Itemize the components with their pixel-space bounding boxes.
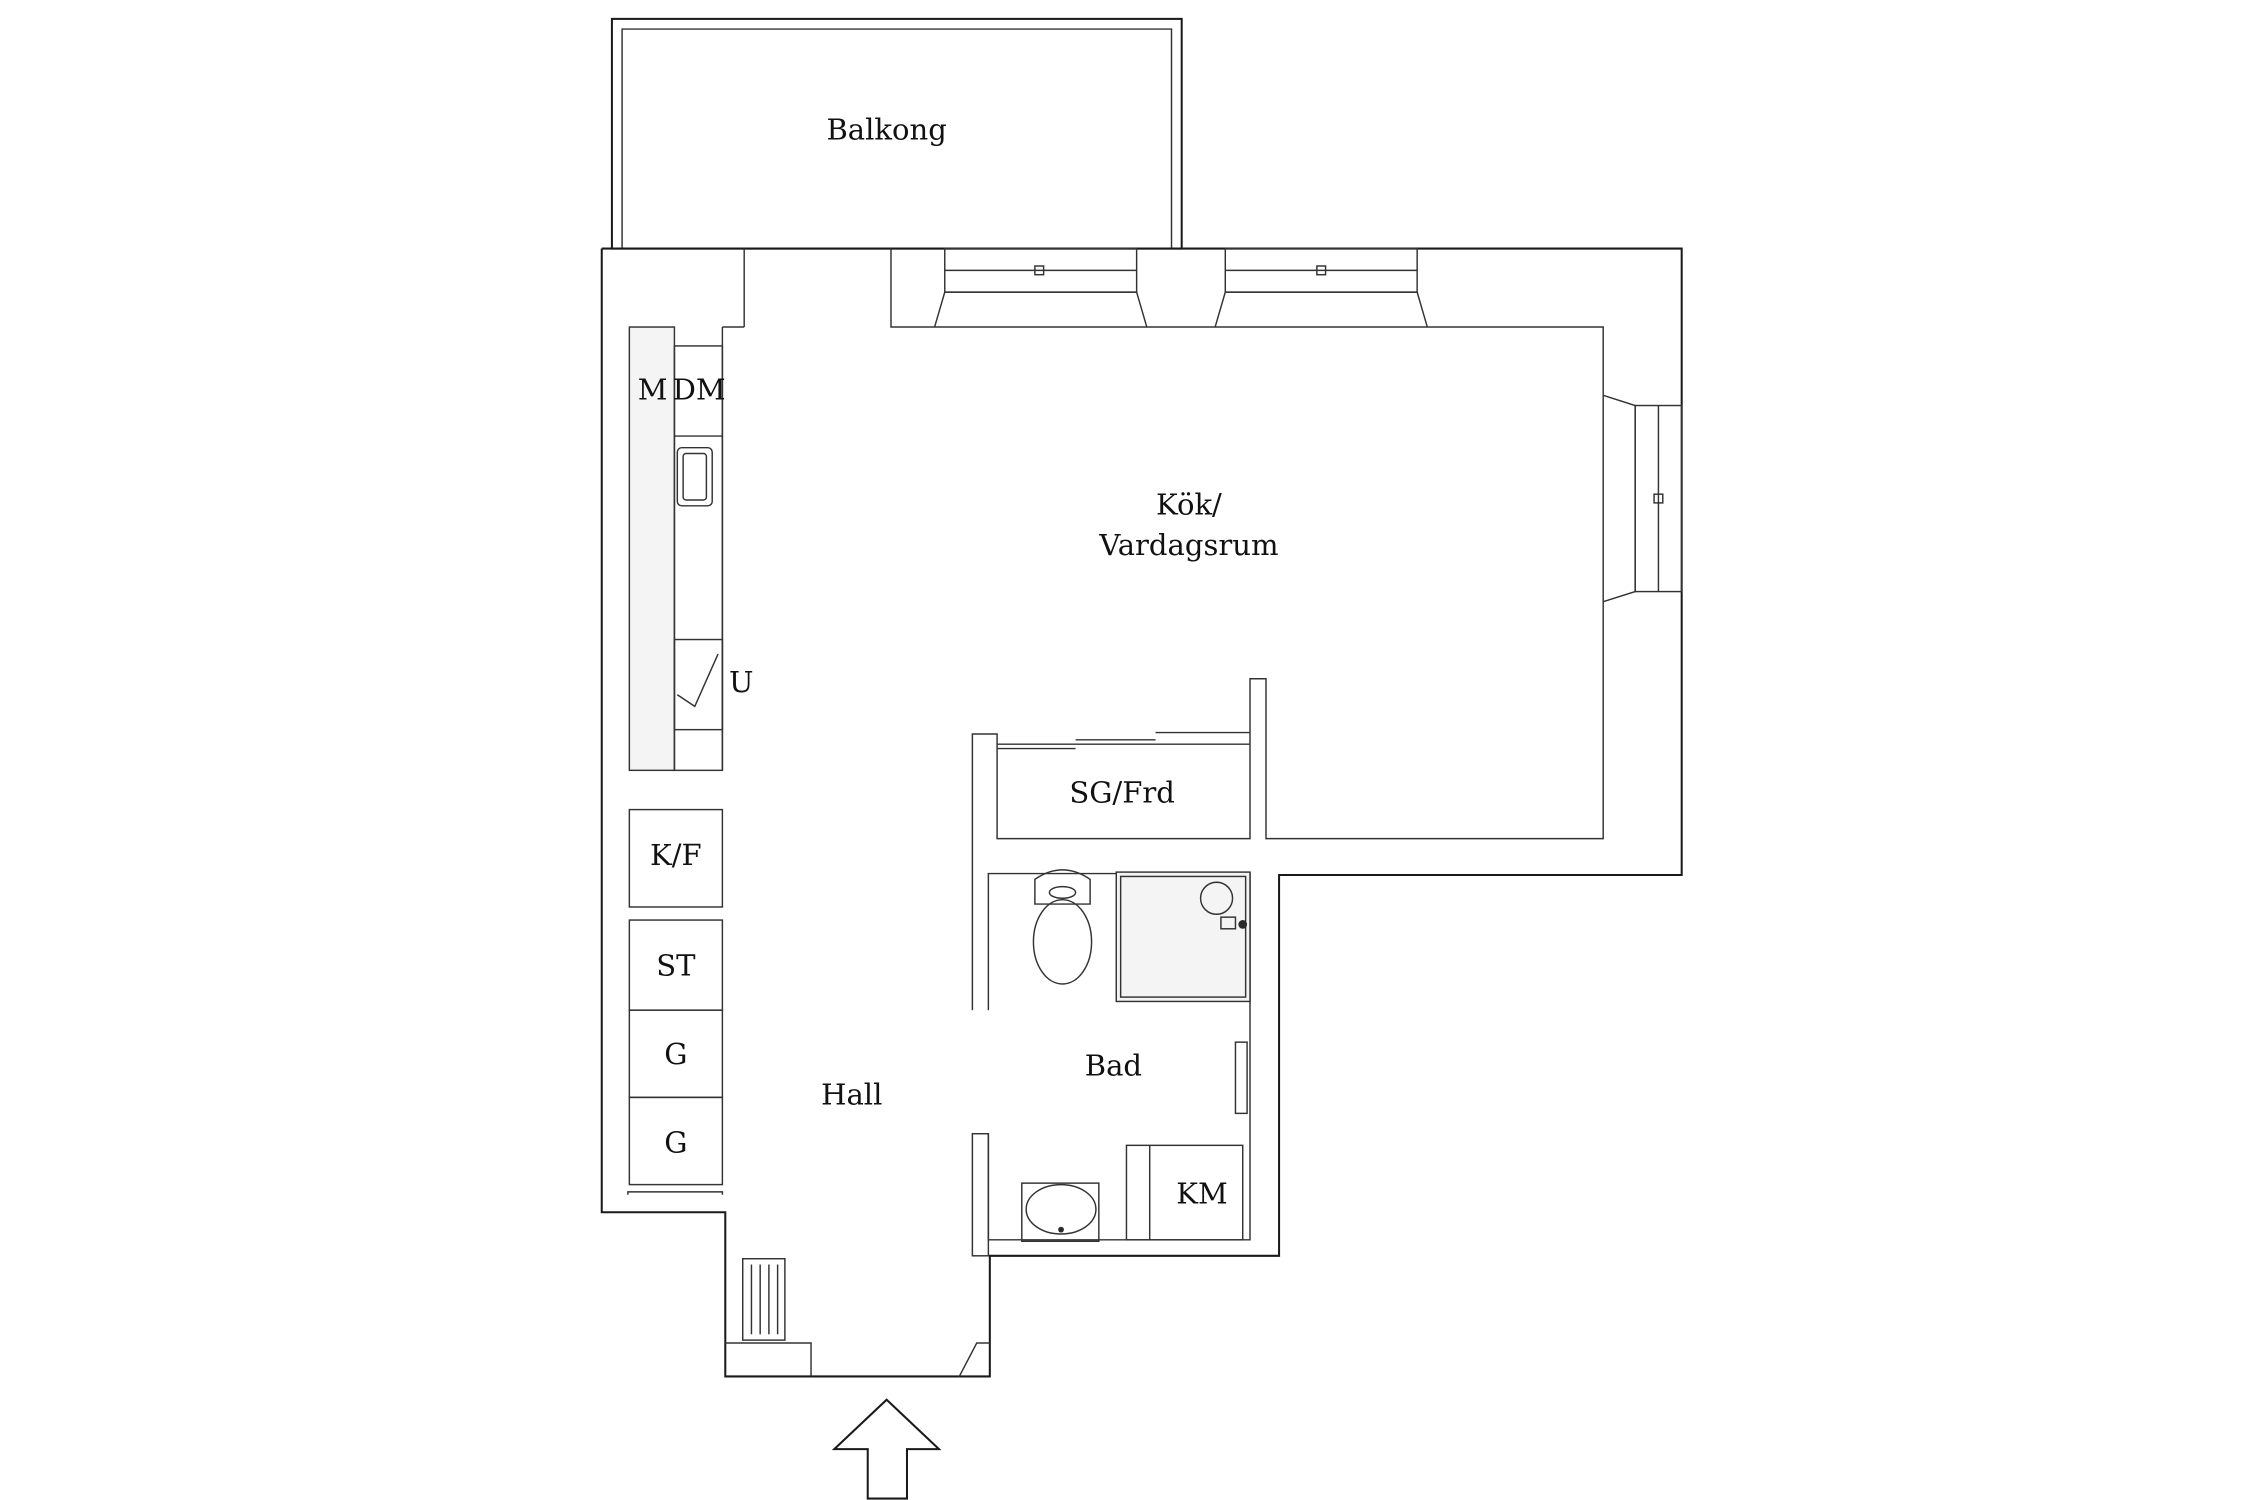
window-top-right	[1214, 247, 1429, 328]
fixture-label-fridge-freezer: K/F	[650, 838, 702, 872]
sink	[1021, 1182, 1100, 1243]
towel-radiator	[1234, 1041, 1248, 1115]
room-label-kitchen-line2: Vardagsrum	[1098, 528, 1278, 562]
room-label-kitchen-line1: Kök/	[1156, 488, 1222, 522]
entrance-arrow-icon	[831, 1398, 942, 1500]
fixture-label-washing-machine: KM	[1176, 1176, 1227, 1210]
fixture-label-wardrobe-1: G	[664, 1037, 687, 1071]
room-label-wardrobe: SG/Frd	[1069, 775, 1175, 809]
washing-machine	[1125, 1144, 1244, 1241]
kitchen-counter	[628, 326, 724, 772]
wardrobe-sg-frd	[997, 731, 1250, 750]
room-label-hall: Hall	[821, 1078, 882, 1112]
entrance-door	[725, 1342, 990, 1377]
entry-radiator	[742, 1257, 786, 1341]
room-label-balcony: Balkong	[826, 113, 946, 147]
window-right	[1602, 394, 1683, 603]
fixture-label-wardrobe-2: G	[664, 1126, 687, 1160]
fixture-label-dishwasher: DM	[673, 373, 726, 407]
room-label-bathroom: Bad	[1085, 1049, 1142, 1083]
toilet	[1032, 869, 1093, 985]
fixture-label-storage: ST	[656, 948, 696, 982]
fixture-label-oven: U	[729, 665, 753, 699]
left-closets	[628, 808, 724, 1186]
exterior-wall	[600, 247, 1683, 1378]
bathroom-walls	[971, 872, 1251, 1257]
shower	[1115, 871, 1251, 1003]
fixture-label-microwave: M	[638, 373, 668, 407]
window-top-left	[933, 247, 1148, 328]
